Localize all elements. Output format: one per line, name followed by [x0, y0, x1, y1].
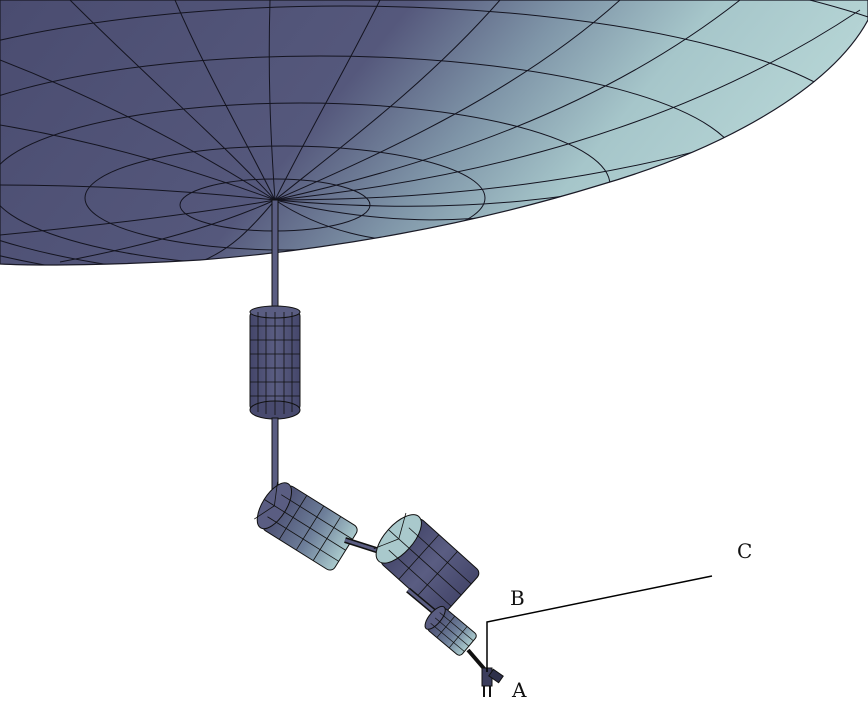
reference-lines — [486, 575, 713, 672]
gripper-icon — [481, 667, 504, 697]
cylinder-icon — [254, 481, 358, 571]
label-c: C — [737, 539, 752, 563]
upper-rod — [271, 199, 279, 311]
label-a: A — [511, 678, 527, 702]
cylinder-icon — [373, 512, 480, 616]
cylinder-icon — [249, 305, 301, 420]
sphere-icon — [0, 0, 868, 266]
cylinder-icon — [424, 605, 477, 656]
label-b: B — [510, 586, 525, 610]
